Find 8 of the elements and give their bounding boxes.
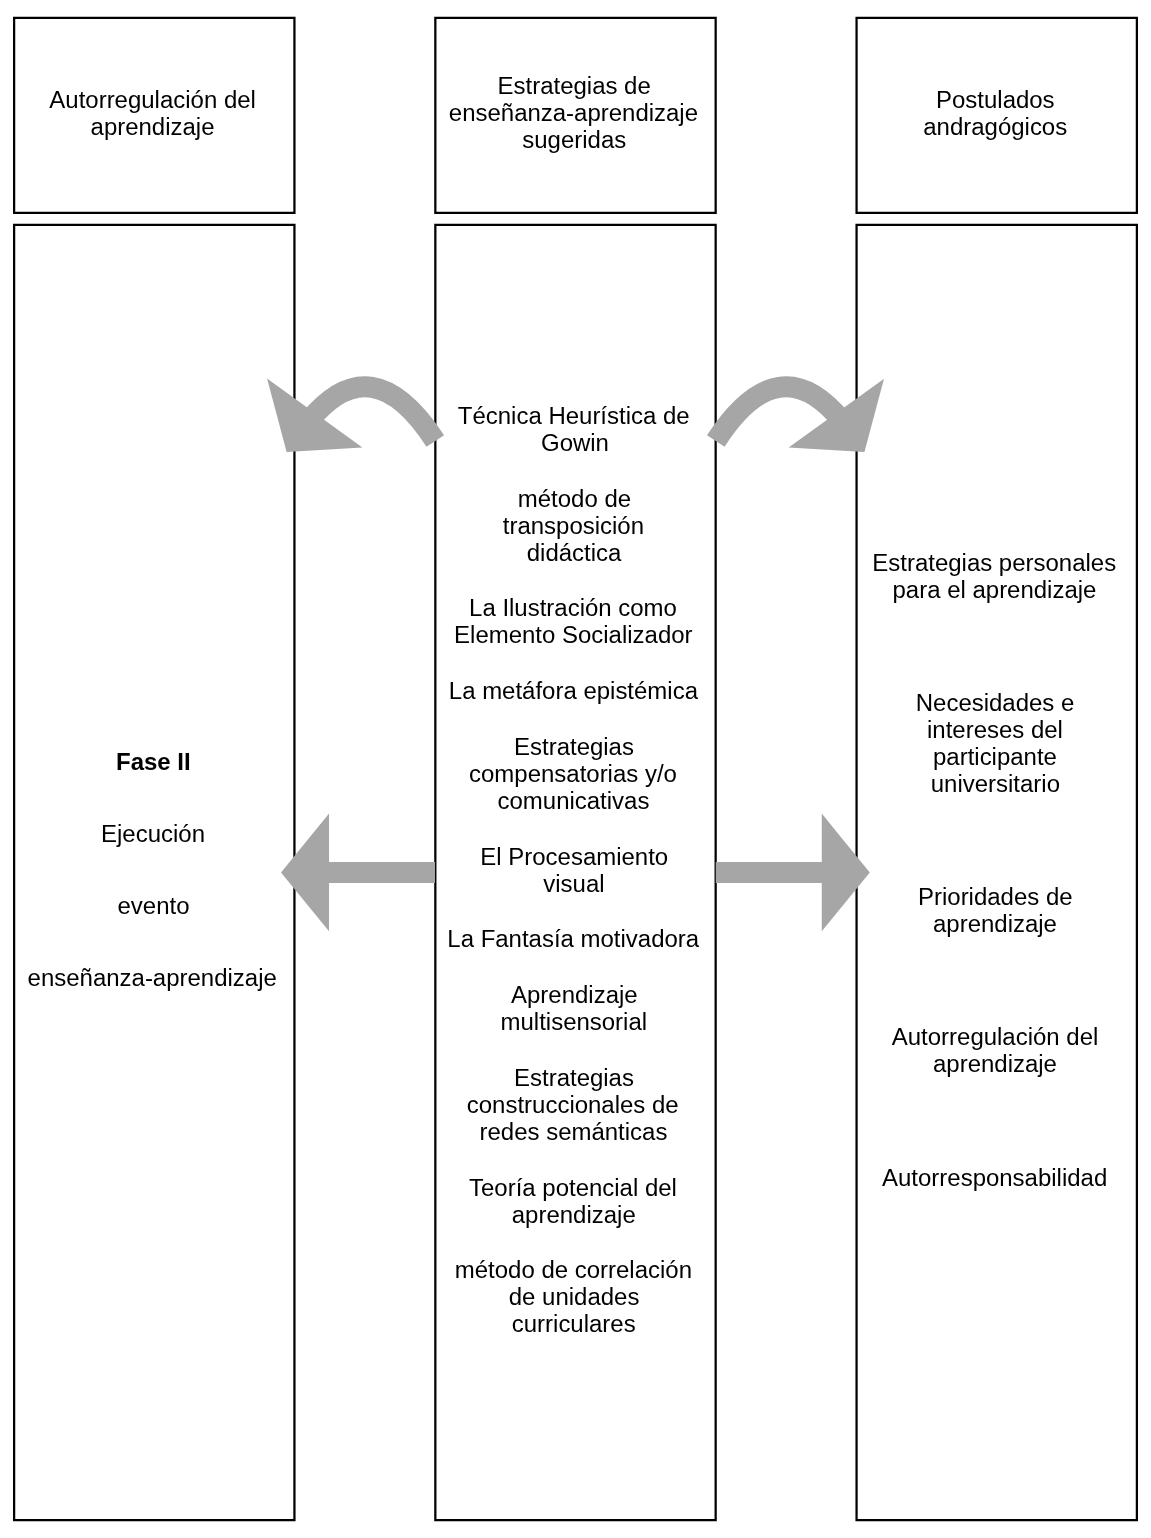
node-box: Fase II Ejecución evento enseñanza-aprendizaje (13, 223, 296, 1522)
node-box: Estrategias de enseñanza-aprendizaje sugeridas (434, 16, 717, 214)
arrow (281, 813, 436, 932)
arrow (715, 813, 870, 932)
node-box: Postulados andragógicos (855, 16, 1138, 214)
node-box: Técnica Heurística de Gowin método de transposición didáctica La Ilustración como Elemento Socializador La metáfora epistémica Estrategias compensatorias y/o comunicativas El Procesamiento visual La Fantasía motivadora Aprendizaje multisensorial Estrategias construccionales de redes semánticas Teoría potencial del aprendizaje método de correlación de unidades curriculares (434, 223, 717, 1522)
node-box: Estrategias personales para el aprendizaje Necesidades e intereses del participante universitario Prioridades de aprendizaje Autorregulación del aprendizaje Autorresponsabilidad (855, 223, 1138, 1522)
node-box: Autorregulación del aprendizaje (13, 16, 296, 214)
